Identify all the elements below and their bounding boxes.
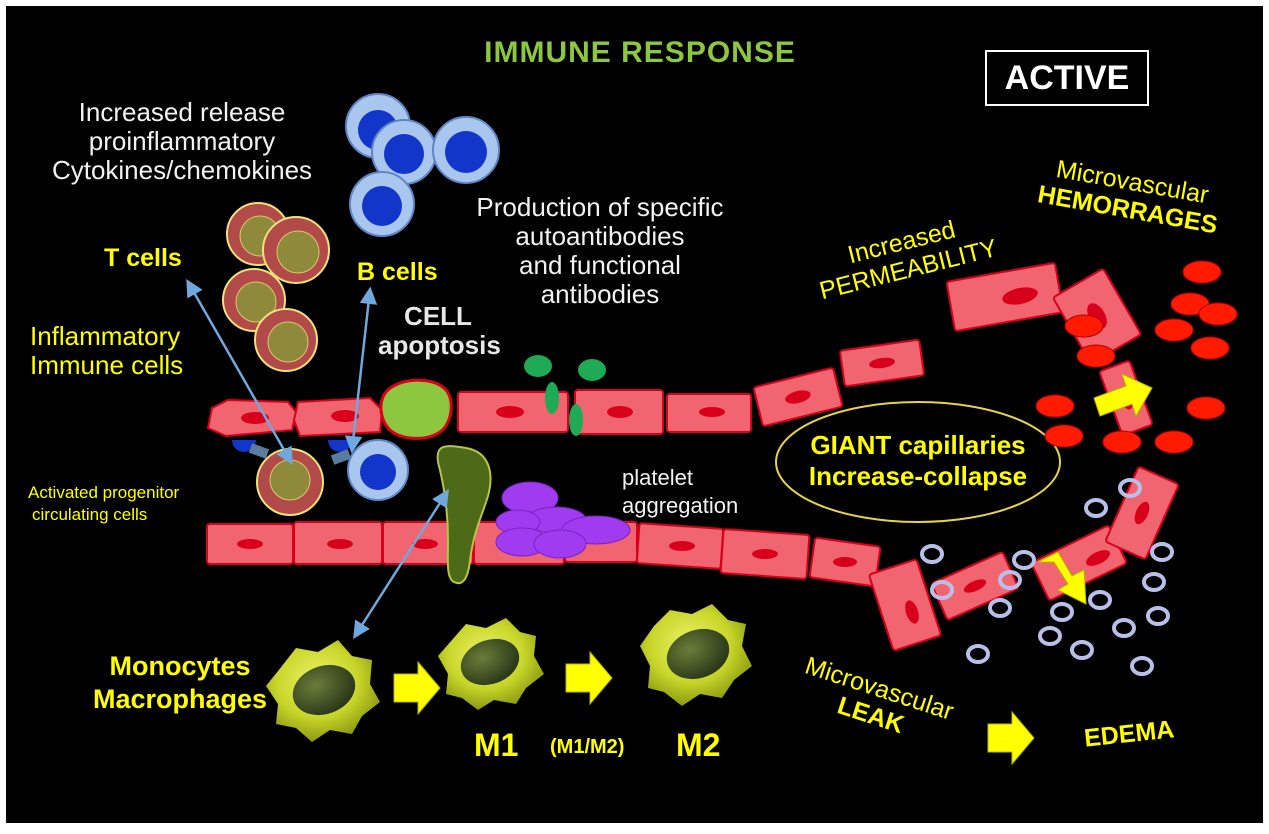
t-cell-icon <box>262 216 330 284</box>
b-cell-arrow <box>344 286 378 454</box>
block-arrow-icon <box>393 660 441 716</box>
antibody-icon <box>578 359 606 381</box>
m2-label: M2 <box>676 727 721 763</box>
platelet-icon <box>533 529 587 559</box>
macrophage-icon <box>266 640 380 742</box>
monocytes-macrophages-label: Monocytes Macrophages <box>92 651 268 714</box>
block-arrow-icon <box>987 710 1035 766</box>
active-badge: ACTIVE <box>985 50 1149 106</box>
macrophage-icon <box>438 618 544 710</box>
giant-capillaries-label: GIANT capillaries Increase-collapse <box>808 430 1028 492</box>
inflammatory-cells-label: Inflammatory Immune cells <box>30 321 184 381</box>
platelet-aggregate <box>495 481 631 559</box>
platelet-aggregation-label: platelet aggregation <box>622 465 739 518</box>
t-cell-icon <box>254 308 318 372</box>
t-cell-arrow <box>186 278 293 466</box>
antibody-icon <box>569 404 583 436</box>
block-arrow-icon <box>1037 551 1087 605</box>
b-cell-icon <box>349 171 415 237</box>
t-cell-icon <box>256 448 324 516</box>
macrophage-icon <box>640 604 752 706</box>
monocyte-arrow <box>353 489 449 639</box>
blue-arrows <box>186 278 449 639</box>
apoptosis-label: CELL apoptosis <box>378 301 501 361</box>
block-arrow-icon <box>565 650 613 706</box>
red-blood-cells <box>1035 260 1238 454</box>
t-cells-label: T cells <box>104 244 182 272</box>
b-cells-cluster <box>345 93 500 501</box>
m1-label: M1 <box>474 727 519 763</box>
endothelial-cell-icon <box>868 559 942 651</box>
diagram-title: IMMUNE RESPONSE <box>484 36 796 69</box>
antibody-icon <box>524 355 552 377</box>
antibodies-group <box>524 355 606 436</box>
b-cell-icon <box>432 116 500 184</box>
block-arrow-icon <box>1093 373 1153 418</box>
yellow-block-arrows <box>393 373 1153 766</box>
autoantibodies-label: Production of specific autoantibodies an… <box>476 192 724 310</box>
antibody-icon <box>545 382 559 414</box>
leukocyte-rings <box>920 478 1174 676</box>
b-cell-icon <box>347 439 409 501</box>
progenitor-label: Activated progenitor circulating cells <box>28 483 180 525</box>
giant-capillaries-outline <box>775 401 1061 523</box>
apoptotic-cell-icon <box>379 378 453 440</box>
cytokines-label: Increased release proinflammatory Cytoki… <box>51 97 313 186</box>
b-cells-label: B cells <box>357 258 438 286</box>
m1-m2-label: (M1/M2) <box>550 736 625 758</box>
